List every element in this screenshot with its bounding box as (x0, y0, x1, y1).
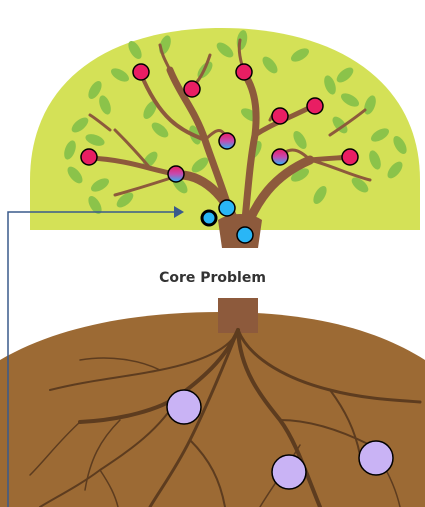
fruit-nodes-blue (218, 199, 254, 244)
fruit-nodes-mixed (167, 132, 289, 183)
fruit-node[interactable] (167, 165, 185, 183)
fruit-node[interactable] (236, 226, 254, 244)
fruit-node[interactable] (80, 148, 98, 166)
root-nodes (166, 389, 394, 490)
selected-node[interactable] (200, 209, 218, 227)
trunk-base (218, 298, 258, 333)
fruit-node[interactable] (218, 132, 236, 150)
fruit-node[interactable] (183, 80, 201, 98)
fruit-node[interactable] (306, 97, 324, 115)
arrow-head-icon (174, 206, 184, 218)
fruit-nodes-red (80, 63, 359, 166)
connector-arrow (7, 206, 184, 507)
root-node[interactable] (271, 454, 307, 490)
root-node[interactable] (166, 389, 202, 425)
fruit-node[interactable] (235, 63, 253, 81)
soil-mound (0, 312, 425, 507)
core-problem-label: Core Problem (159, 270, 266, 286)
leaves (64, 30, 407, 215)
fruit-node[interactable] (341, 148, 359, 166)
fruit-node[interactable] (271, 148, 289, 166)
root-node[interactable] (358, 440, 394, 476)
fruit-node[interactable] (218, 199, 236, 217)
fruit-node[interactable] (132, 63, 150, 81)
fruit-node[interactable] (271, 107, 289, 125)
